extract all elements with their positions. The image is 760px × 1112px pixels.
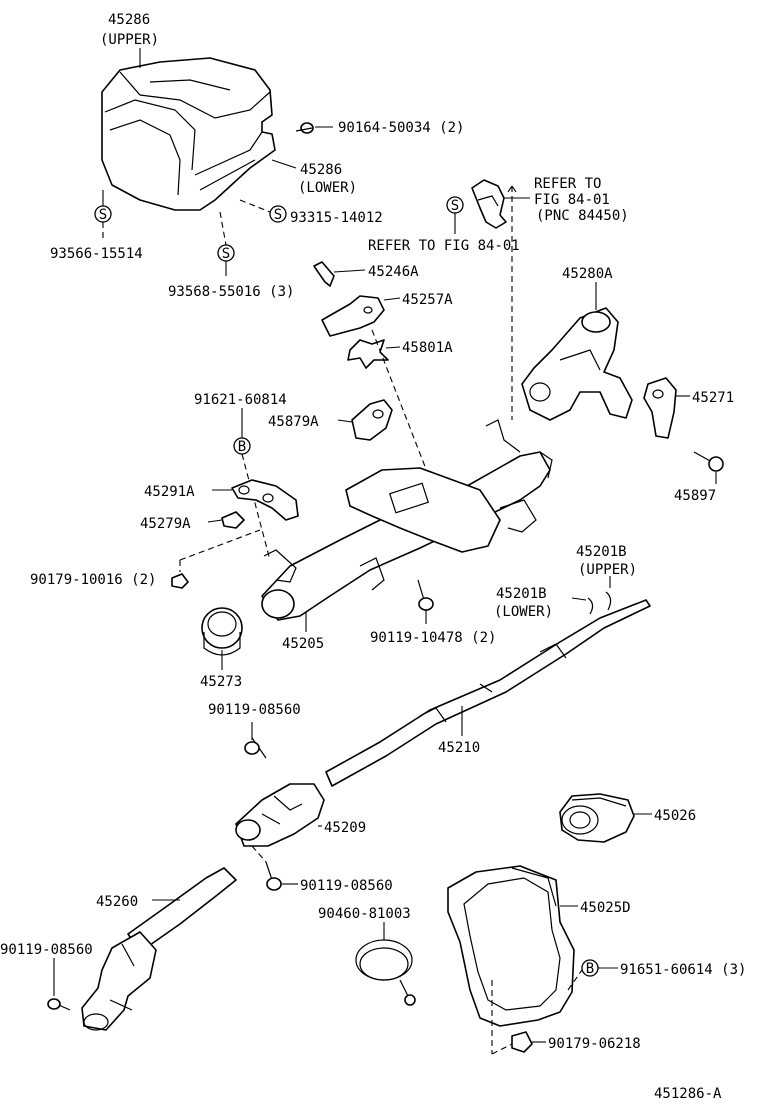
bolt-90119-08560-middle[interactable]	[265, 861, 282, 891]
label-45201b-lower: 45201B	[496, 586, 547, 602]
part-45879a[interactable]	[351, 399, 393, 441]
label-45879a: 45879A	[268, 414, 319, 430]
part-45026[interactable]	[559, 793, 635, 843]
label-90179-10016: 90179-10016 (2)	[30, 572, 156, 588]
part-45201b-upper[interactable]	[605, 591, 612, 611]
label-45273: 45273	[200, 674, 242, 690]
label-45286-upper: 45286	[108, 12, 150, 28]
label-45271: 45271	[692, 390, 734, 406]
label-93315-14012: 93315-14012	[290, 210, 383, 226]
label-45897: 45897	[674, 488, 716, 504]
part-45280a[interactable]	[521, 307, 633, 421]
part-45273[interactable]	[201, 607, 243, 656]
s-symbol-refer: S	[446, 196, 464, 214]
label-refer-c: (PNC 84450)	[536, 208, 629, 224]
svg-text:S: S	[274, 207, 282, 223]
svg-text:B: B	[586, 961, 594, 977]
bolt-90119-08560-lower[interactable]	[47, 998, 71, 1011]
label-90119-08560-c: 90119-08560	[0, 942, 93, 958]
part-45209[interactable]	[235, 783, 325, 847]
label-90119-08560-a: 90119-08560	[208, 702, 301, 718]
label-45210: 45210	[438, 740, 480, 756]
svg-text:B: B	[238, 439, 246, 455]
label-45260: 45260	[96, 894, 138, 910]
label-45279a: 45279A	[140, 516, 191, 532]
bolt-90119-08560-upper[interactable]	[244, 737, 267, 759]
column-cover-part[interactable]	[101, 57, 276, 211]
label-45801a: 45801A	[402, 340, 453, 356]
b-symbol-91621: B	[233, 437, 251, 455]
label-45286-lower-sub: (LOWER)	[298, 180, 357, 196]
label-45286-lower: 45286	[300, 162, 342, 178]
part-45897[interactable]	[693, 451, 724, 472]
label-45286-upper-sub: (UPPER)	[100, 32, 159, 48]
part-45257a[interactable]	[321, 295, 385, 337]
label-93566-15514: 93566-15514	[50, 246, 143, 262]
label-45026: 45026	[654, 808, 696, 824]
s-symbol-93315: S	[269, 205, 287, 223]
s-symbol-93566: S	[94, 205, 112, 223]
part-45025d[interactable]	[447, 865, 575, 1027]
part-45210[interactable]	[325, 599, 651, 787]
label-90119-10478: 90119-10478 (2)	[370, 630, 496, 646]
label-93568-55016: 93568-55016 (3)	[168, 284, 294, 300]
label-90460-81003: 90460-81003	[318, 906, 411, 922]
label-45257a: 45257A	[402, 292, 453, 308]
label-45205: 45205	[282, 636, 324, 652]
part-45801a[interactable]	[347, 339, 389, 369]
part-45205[interactable]	[261, 419, 553, 621]
label-91651-60614: 91651-60614 (3)	[620, 962, 746, 978]
part-45260[interactable]	[81, 867, 237, 1031]
nut-90179-10016[interactable]	[171, 573, 189, 589]
b-symbol-91651: B	[581, 959, 599, 977]
label-90164-50034: 90164-50034 (2)	[338, 120, 464, 136]
label-refer-2: REFER TO FIG 84-01	[368, 238, 520, 254]
part-45279a[interactable]	[221, 511, 245, 529]
label-45201b-lower-sub: (LOWER)	[494, 604, 553, 620]
label-45280a: 45280A	[562, 266, 613, 282]
key-interlock-refer-part[interactable]	[471, 179, 507, 229]
label-45025d: 45025D	[580, 900, 631, 916]
label-45201b-upper: 45201B	[576, 544, 627, 560]
labels: 45286 (UPPER) 90164-50034 (2) 45286 (LOW…	[0, 12, 746, 1102]
label-refer-b: FIG 84-01	[534, 192, 610, 208]
part-45246a[interactable]	[313, 261, 335, 287]
svg-text:S: S	[222, 246, 230, 262]
label-45209: 45209	[324, 820, 366, 836]
s-symbol-93568: S	[217, 244, 235, 262]
label-90119-08560-b: 90119-08560	[300, 878, 393, 894]
label-90179-06218: 90179-06218	[548, 1036, 641, 1052]
diagram-id: 451286-A	[654, 1086, 722, 1102]
nut-90179-06218[interactable]	[511, 1031, 533, 1053]
svg-text:S: S	[451, 198, 459, 214]
label-refer-a: REFER TO	[534, 176, 601, 192]
part-90460-81003[interactable]	[355, 939, 416, 1006]
label-45246a: 45246A	[368, 264, 419, 280]
screw-90164[interactable]	[295, 122, 314, 134]
svg-text:S: S	[99, 207, 107, 223]
label-45201b-upper-sub: (UPPER)	[578, 562, 637, 578]
bolt-90119-10478[interactable]	[417, 579, 434, 611]
part-45291a[interactable]	[231, 479, 299, 521]
part-45201b-lower[interactable]	[587, 597, 594, 615]
part-45271[interactable]	[643, 377, 677, 439]
label-91621-60814: 91621-60814	[194, 392, 287, 408]
label-45291a: 45291A	[144, 484, 195, 500]
